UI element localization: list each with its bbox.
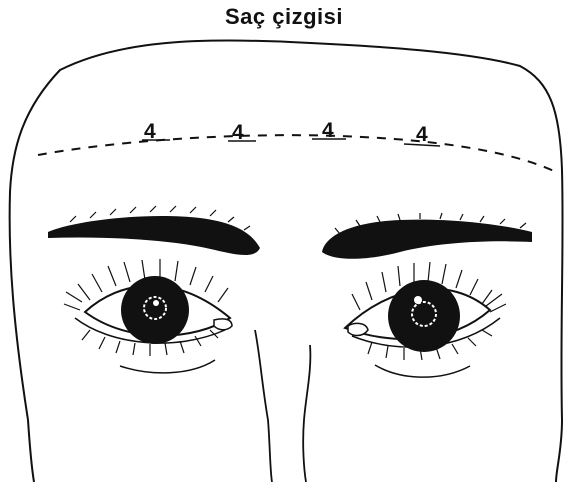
left-eye (64, 259, 232, 373)
right-eye (345, 262, 506, 377)
hairline-markers: 4 4 4 4 (142, 119, 440, 146)
hairline-marker-4-tick (404, 144, 440, 146)
nose-bridge (255, 330, 310, 482)
face-outline (10, 40, 563, 482)
hairline-marker-4: 4 (416, 123, 428, 146)
left-iris (121, 276, 189, 344)
right-iris (388, 280, 460, 352)
right-eyebrow (322, 220, 532, 259)
hairline-dashed-line (38, 135, 556, 172)
